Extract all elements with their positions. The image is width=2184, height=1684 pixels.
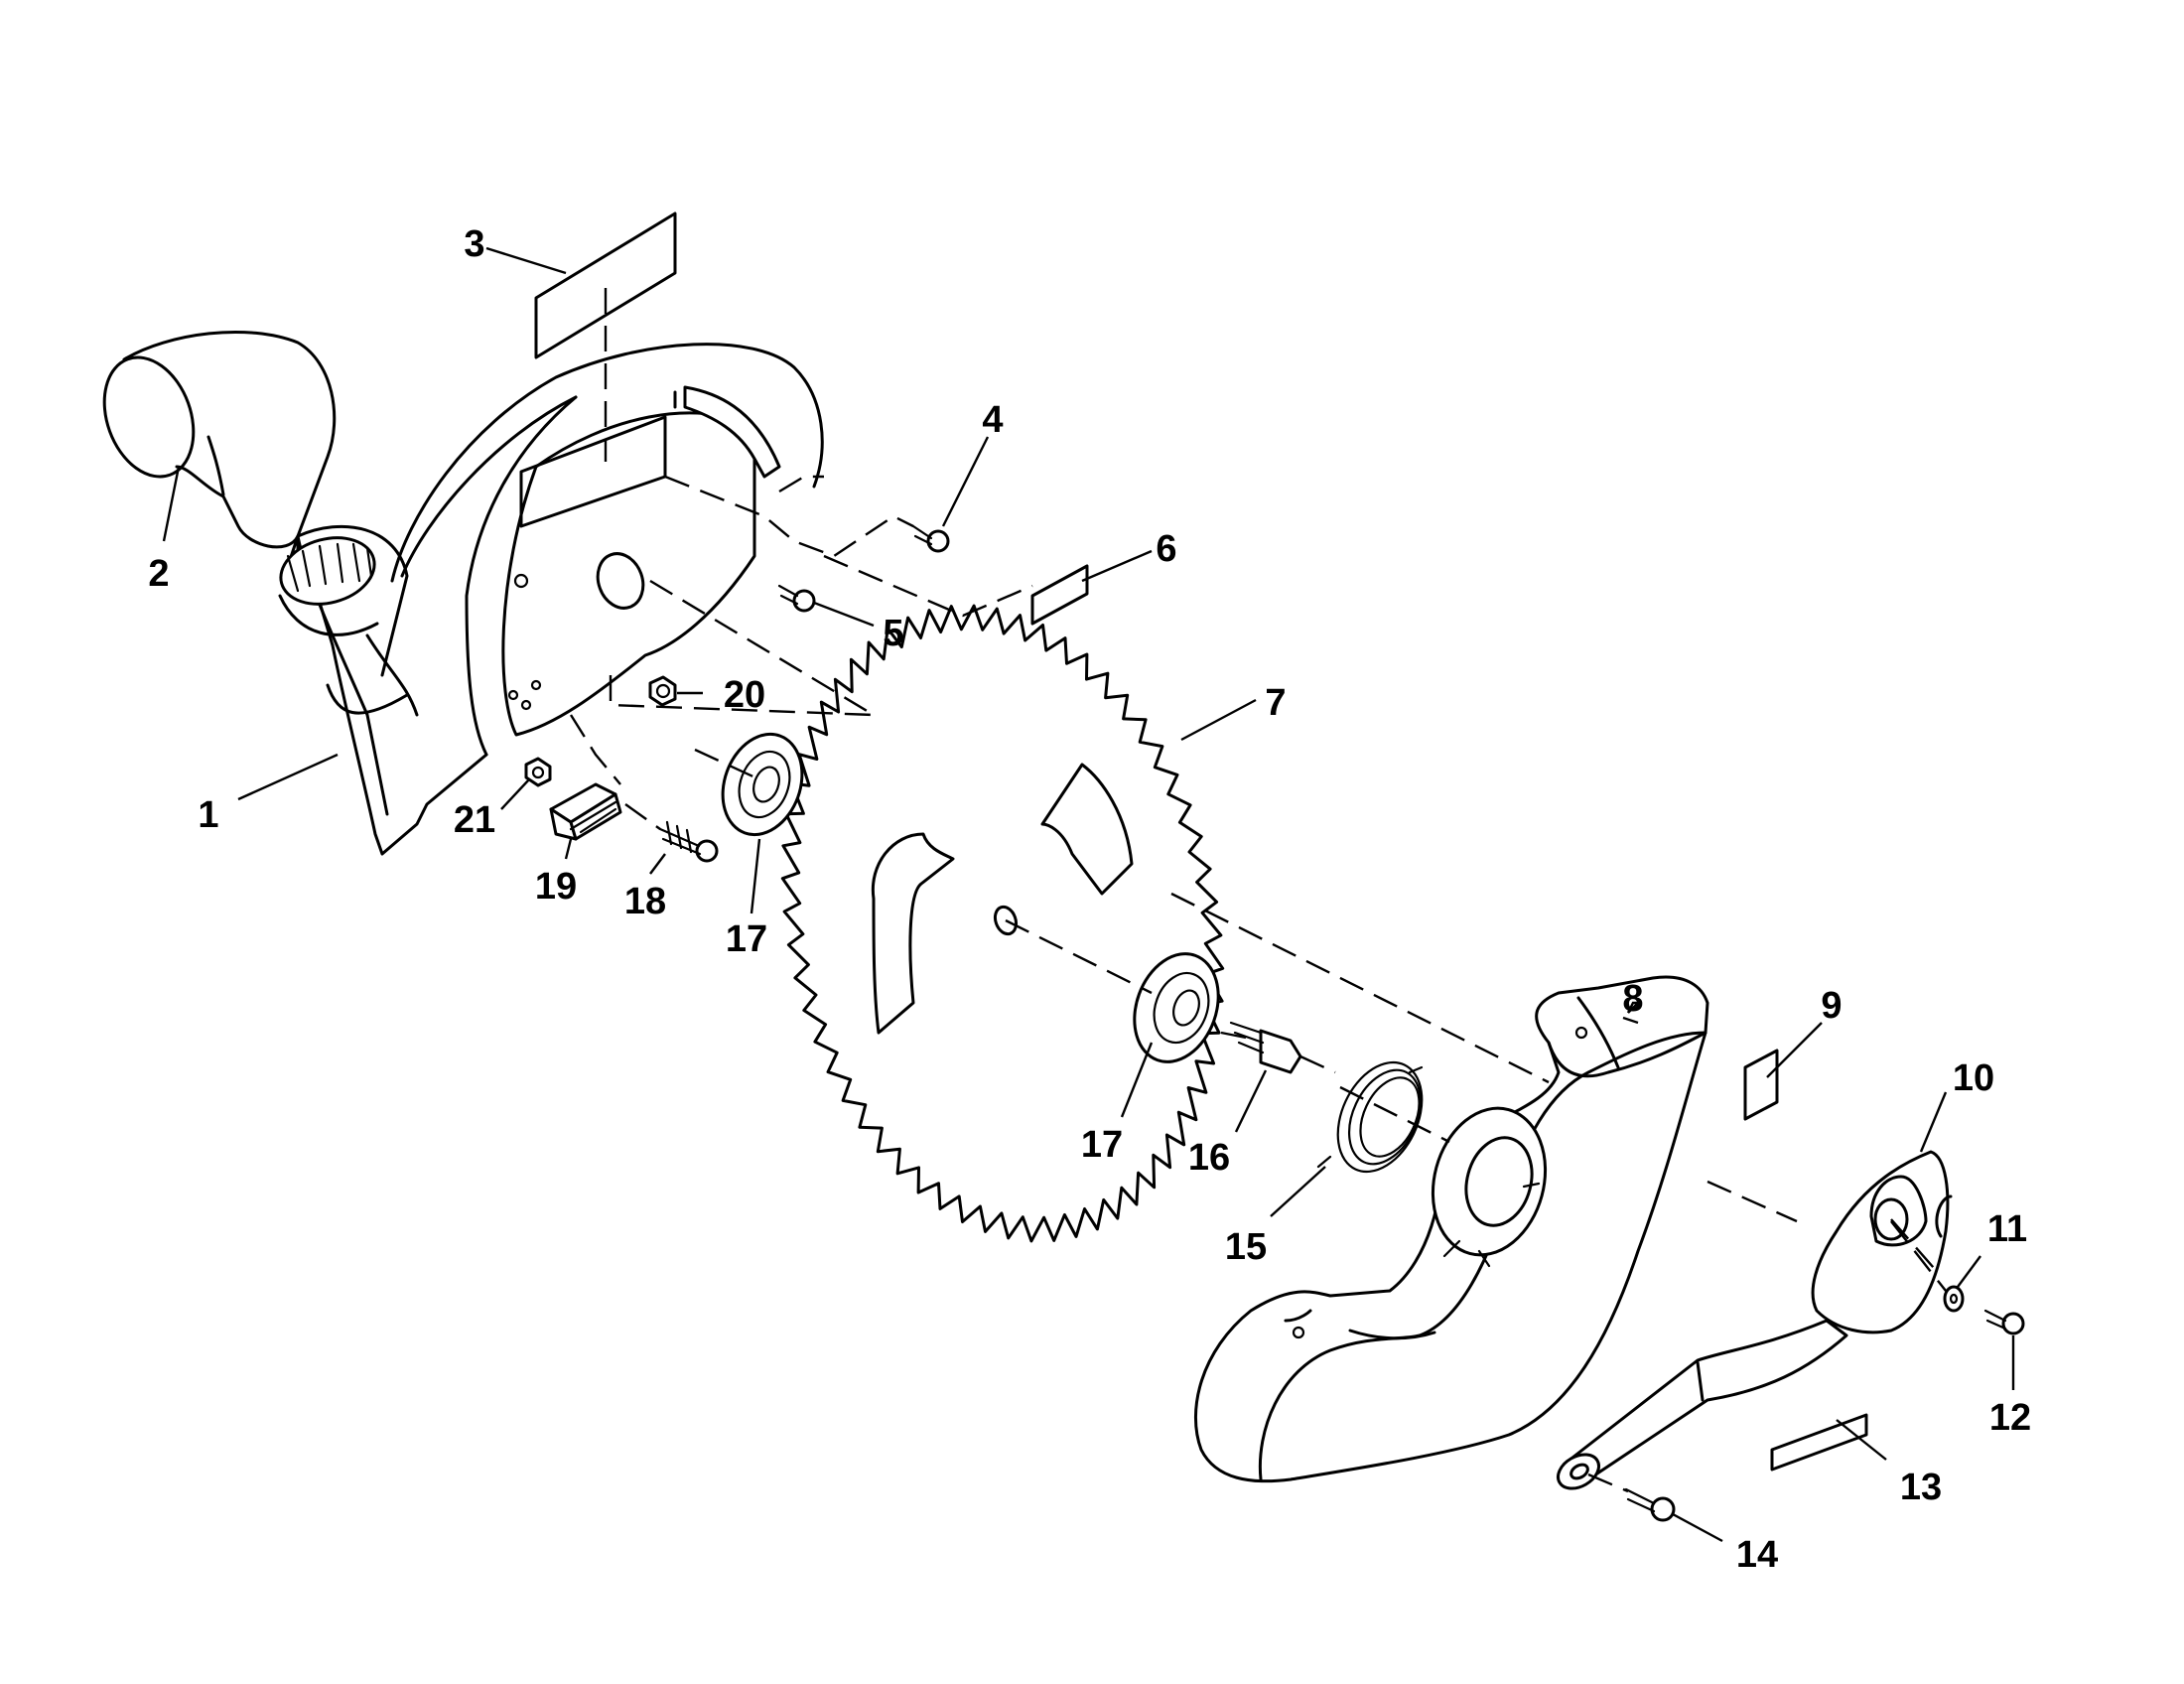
callout-18: 18	[624, 881, 666, 922]
part-upper-guard	[278, 343, 824, 856]
callout-4: 4	[982, 399, 1003, 441]
callout-15: 15	[1225, 1226, 1267, 1268]
callout-11: 11	[1987, 1208, 2027, 1250]
leader-lines	[162, 246, 2015, 1543]
callout-20: 20	[724, 674, 765, 716]
callout-19: 19	[535, 866, 577, 908]
callout-10: 10	[1953, 1057, 1994, 1099]
callout-13: 13	[1900, 1467, 1942, 1508]
callout-8: 8	[1622, 978, 1643, 1020]
part-lower-guard	[1193, 975, 1709, 1483]
alignment-lines	[569, 288, 1947, 1493]
callout-21: 21	[454, 799, 495, 841]
callout-17-inner: 17	[726, 918, 767, 960]
callout-1: 1	[198, 794, 218, 836]
callout-9: 9	[1821, 985, 1842, 1027]
part-spacer-block	[549, 782, 622, 841]
part-nut-21	[524, 757, 552, 787]
callout-12: 12	[1989, 1397, 2031, 1439]
part-spring	[1316, 1060, 1424, 1174]
callout-3: 3	[464, 223, 484, 265]
callout-16: 16	[1188, 1137, 1230, 1179]
part-screw-18	[658, 820, 719, 863]
part-washer-11	[1943, 1285, 1965, 1313]
callout-2: 2	[148, 553, 169, 595]
part-screw-5	[777, 584, 816, 613]
part-screw-4	[911, 524, 950, 553]
callout-5: 5	[883, 613, 903, 654]
part-blade-bolt	[1229, 1021, 1302, 1074]
callouts: 1 2 3 4 5 6 7 8 9 10 11 12 13 14 15 16 1…	[148, 223, 2031, 1576]
callout-14: 14	[1736, 1534, 1778, 1576]
part-dust-elbow	[102, 330, 337, 549]
callout-6: 6	[1156, 528, 1176, 570]
part-label-9	[1743, 1049, 1779, 1121]
part-flange-inner	[721, 732, 804, 837]
part-saw-blade	[780, 604, 1225, 1243]
part-label-3	[534, 211, 677, 359]
part-screw-12	[1983, 1309, 2025, 1335]
part-link-lever	[1557, 1150, 1953, 1490]
callout-17-outer: 17	[1081, 1124, 1123, 1166]
part-nut-20	[648, 675, 677, 707]
callout-7: 7	[1265, 682, 1286, 724]
part-label-6	[1030, 564, 1089, 626]
part-flange-outer	[1133, 952, 1220, 1063]
part-screw-14	[1624, 1487, 1676, 1522]
part-label-13	[1770, 1413, 1868, 1472]
